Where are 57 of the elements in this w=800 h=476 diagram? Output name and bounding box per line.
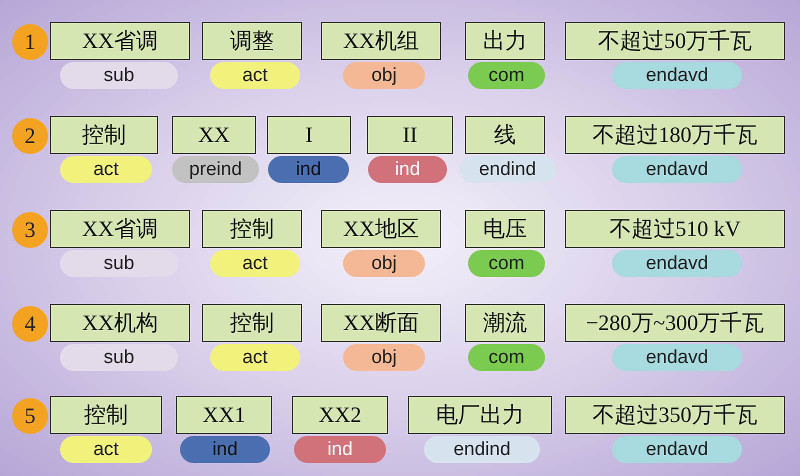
role-tag: endavd — [612, 436, 742, 463]
role-tag: act — [210, 250, 300, 277]
role-tag: sub — [60, 250, 178, 277]
phrase-box: XX机构 — [50, 304, 190, 342]
phrase-box: XX2 — [292, 396, 388, 434]
phrase-box: XX断面 — [321, 304, 441, 342]
role-tag: com — [468, 344, 545, 371]
role-tag: sub — [60, 344, 178, 371]
phrase-box: 不超过180万千瓦 — [565, 116, 785, 154]
role-tag: obj — [343, 344, 425, 371]
role-tag: com — [468, 250, 545, 277]
step-number-badge: 1 — [12, 24, 48, 60]
phrase-box: 出力 — [465, 22, 545, 60]
role-tag: act — [210, 344, 300, 371]
role-tag: ind — [294, 436, 386, 463]
role-tag: com — [468, 62, 545, 89]
role-tag: ind — [368, 156, 447, 183]
role-tag: endavd — [612, 344, 742, 371]
phrase-box: I — [267, 116, 351, 154]
step-number-badge: 5 — [12, 398, 48, 434]
phrase-box: XX省调 — [50, 210, 190, 248]
role-tag: act — [210, 62, 300, 89]
phrase-box: 不超过50万千瓦 — [565, 22, 785, 60]
step-number-badge: 4 — [12, 306, 48, 342]
phrase-box: 控制 — [50, 116, 158, 154]
phrase-box: 潮流 — [465, 304, 545, 342]
phrase-box: 不超过350万千瓦 — [565, 396, 785, 434]
phrase-box: 控制 — [50, 396, 162, 434]
role-tag: ind — [268, 156, 349, 183]
phrase-box: 控制 — [202, 304, 302, 342]
role-tag: endavd — [612, 62, 742, 89]
role-tag: obj — [343, 250, 425, 277]
role-tag: endind — [459, 156, 556, 183]
phrase-box: 调整 — [202, 22, 302, 60]
role-tag: sub — [60, 62, 178, 89]
phrase-box: II — [367, 116, 453, 154]
step-number-badge: 2 — [12, 118, 48, 154]
phrase-box: XX机组 — [321, 22, 441, 60]
phrase-box: 电压 — [465, 210, 545, 248]
role-tag: obj — [343, 62, 425, 89]
phrase-box: XX省调 — [50, 22, 190, 60]
role-tag: act — [60, 436, 152, 463]
role-tag: endavd — [612, 250, 742, 277]
role-tag: act — [60, 156, 152, 183]
phrase-box: 线 — [465, 116, 545, 154]
phrase-box: 控制 — [202, 210, 302, 248]
role-tag: ind — [180, 436, 270, 463]
phrase-box: 电厂出力 — [408, 396, 552, 434]
phrase-box: 不超过510 kV — [565, 210, 785, 248]
role-tag: endind — [424, 436, 540, 463]
phrase-box: XX — [172, 116, 256, 154]
role-tag: preind — [172, 156, 259, 183]
phrase-box: XX1 — [176, 396, 272, 434]
phrase-box: XX地区 — [321, 210, 441, 248]
role-tag: endavd — [612, 156, 742, 183]
step-number-badge: 3 — [12, 212, 48, 248]
phrase-box: −280万~300万千瓦 — [565, 304, 785, 342]
